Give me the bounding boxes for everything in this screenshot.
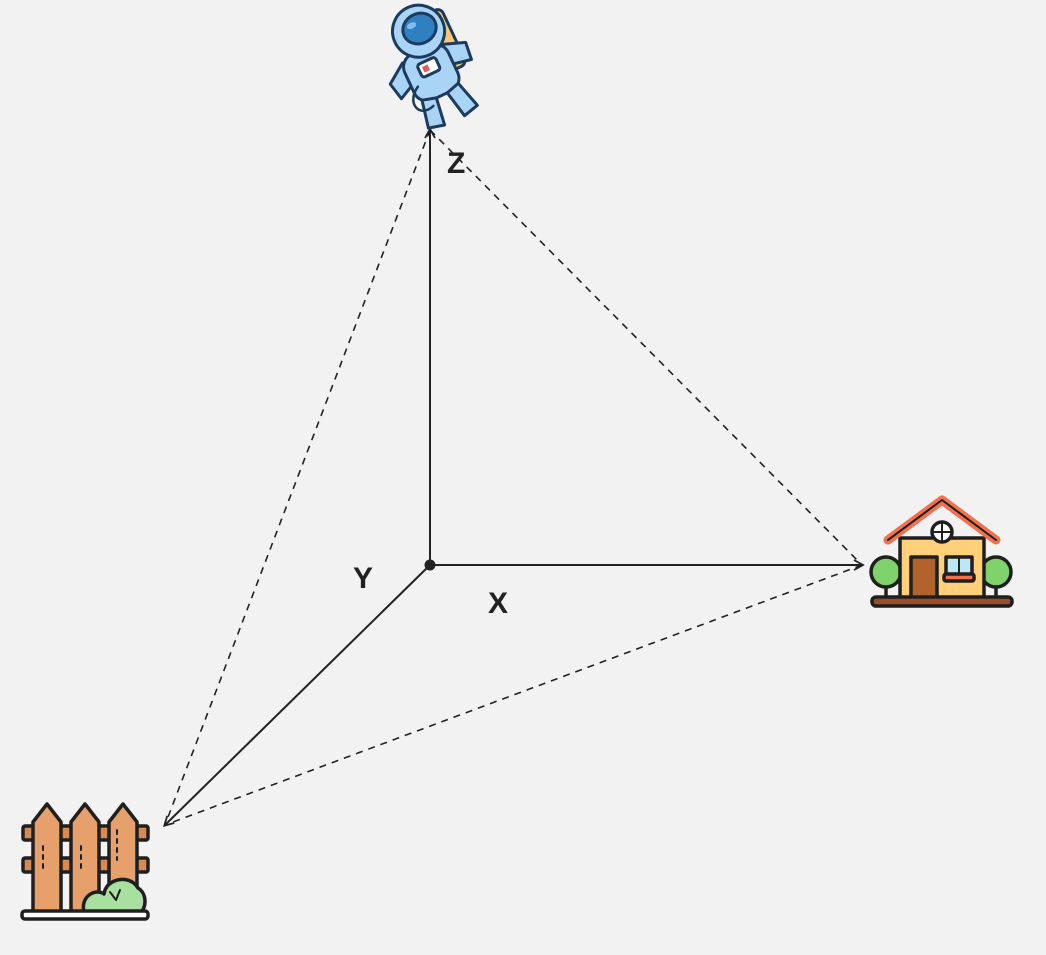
x-axis-label: X (488, 587, 508, 620)
astronaut-icon (388, 3, 479, 130)
fence-with-bush-icon (20, 802, 150, 921)
y-axis-label: Y (353, 562, 373, 595)
y-axis (162, 564, 431, 827)
dashed-z-to-x (429, 129, 863, 566)
house-icon (869, 495, 1014, 608)
origin-point (424, 559, 436, 571)
dashed-z-to-y (164, 129, 431, 826)
dashed-x-to-y (164, 564, 863, 826)
z-axis-label: Z (447, 147, 465, 180)
